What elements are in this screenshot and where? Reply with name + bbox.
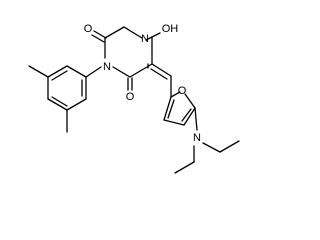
bond-ar4-ar5-inner: [51, 96, 68, 107]
dimethylphenyl-ring: [28, 65, 87, 133]
bond-n-ethyl1: [202, 142, 221, 153]
bond-n3-c4: [145, 36, 153, 41]
label-nh: N: [141, 33, 149, 45]
structure-canvas: O N OH N O O N: [28, 23, 240, 174]
methine-linker: [150, 63, 172, 98]
bond-c6-n1: [112, 66, 131, 78]
bond-ar2-ar3-inner: [51, 70, 68, 81]
bond-c5-ch-double: [150, 68, 168, 80]
bond-fo-f5: [184, 93, 196, 109]
bond-c5-c6: [129, 63, 153, 78]
bond-c2-o: [93, 30, 107, 39]
label-o-furan: O: [178, 85, 187, 97]
bond-ar1-ar2: [66, 65, 87, 78]
bond-n1-aryl: [85, 66, 102, 78]
label-n1: N: [103, 61, 111, 73]
bond-f5-n: [194, 107, 198, 131]
bond-f5-f4: [183, 107, 196, 126]
bond-c2-o-double: [91, 34, 105, 43]
bond-c4-oh: [151, 32, 161, 38]
molecule-structure: O N OH N O O N: [28, 23, 240, 174]
bond-c5-ch: [151, 63, 172, 77]
bond-f4-f3: [163, 119, 185, 126]
bond-ar4-ar5: [47, 98, 68, 111]
furan-ring: [163, 91, 196, 126]
bond-ar2-ar3: [47, 65, 68, 78]
label-o-c2: O: [84, 23, 93, 35]
bond-f5-f4-double: [181, 108, 192, 122]
bond-c2-top: [104, 26, 125, 39]
bond-ar3-methyl: [28, 65, 49, 78]
bond-ar5-ar6: [66, 98, 87, 111]
label-o-c6: O: [126, 91, 135, 103]
bond-f3-f2: [163, 96, 172, 121]
bond-f3-f2-double: [167, 99, 175, 119]
bond-c2-n3: [123, 26, 143, 39]
atom-labels: O N OH N O O N: [84, 23, 201, 144]
ring-substituents: [91, 30, 161, 91]
bond-ethyl1-ch3: [219, 140, 240, 153]
bond-ethyl2-ch3: [174, 161, 195, 174]
diethylamino-group: [174, 107, 240, 174]
label-n-amine: N: [193, 132, 201, 144]
label-oh: OH: [162, 23, 179, 35]
bond-f2-o: [170, 91, 181, 98]
